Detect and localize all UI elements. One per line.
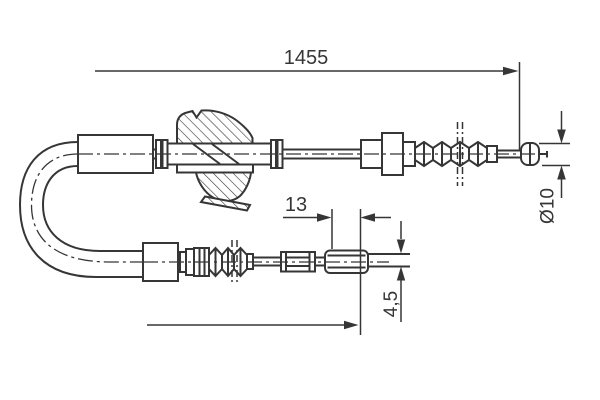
arrowhead-down bbox=[396, 239, 406, 254]
mounting-bracket bbox=[176, 109, 254, 212]
dim-label-fitting-length: 13 bbox=[285, 194, 307, 216]
bracket-upper-lobe bbox=[176, 109, 254, 145]
arrowhead-right bbox=[317, 213, 332, 222]
dim-cable-diameter bbox=[396, 221, 406, 322]
arrowhead-right bbox=[344, 320, 359, 330]
arrowhead-up bbox=[557, 165, 566, 180]
dim-end-diameter bbox=[539, 111, 570, 198]
centerlines bbox=[30, 153, 548, 263]
dim-overall-length bbox=[95, 62, 521, 151]
arrowhead-right bbox=[503, 66, 519, 76]
bracket-tail bbox=[199, 195, 252, 212]
arrowhead-left bbox=[360, 213, 375, 222]
dim-label-overall-length: 1455 bbox=[284, 47, 329, 69]
u-bend-conduit bbox=[18, 141, 143, 278]
arrowhead-down bbox=[557, 129, 566, 144]
dim-label-cable-diameter: 4,5 bbox=[381, 291, 402, 317]
arrowhead-up bbox=[396, 266, 406, 281]
dim-reference-line bbox=[147, 320, 359, 330]
bracket-base bbox=[176, 164, 254, 174]
lower-rod-and-splined-sleeve bbox=[253, 251, 325, 273]
dim-label-end-diameter: Ø10 bbox=[538, 188, 559, 224]
dim-fitting-length bbox=[283, 209, 391, 335]
